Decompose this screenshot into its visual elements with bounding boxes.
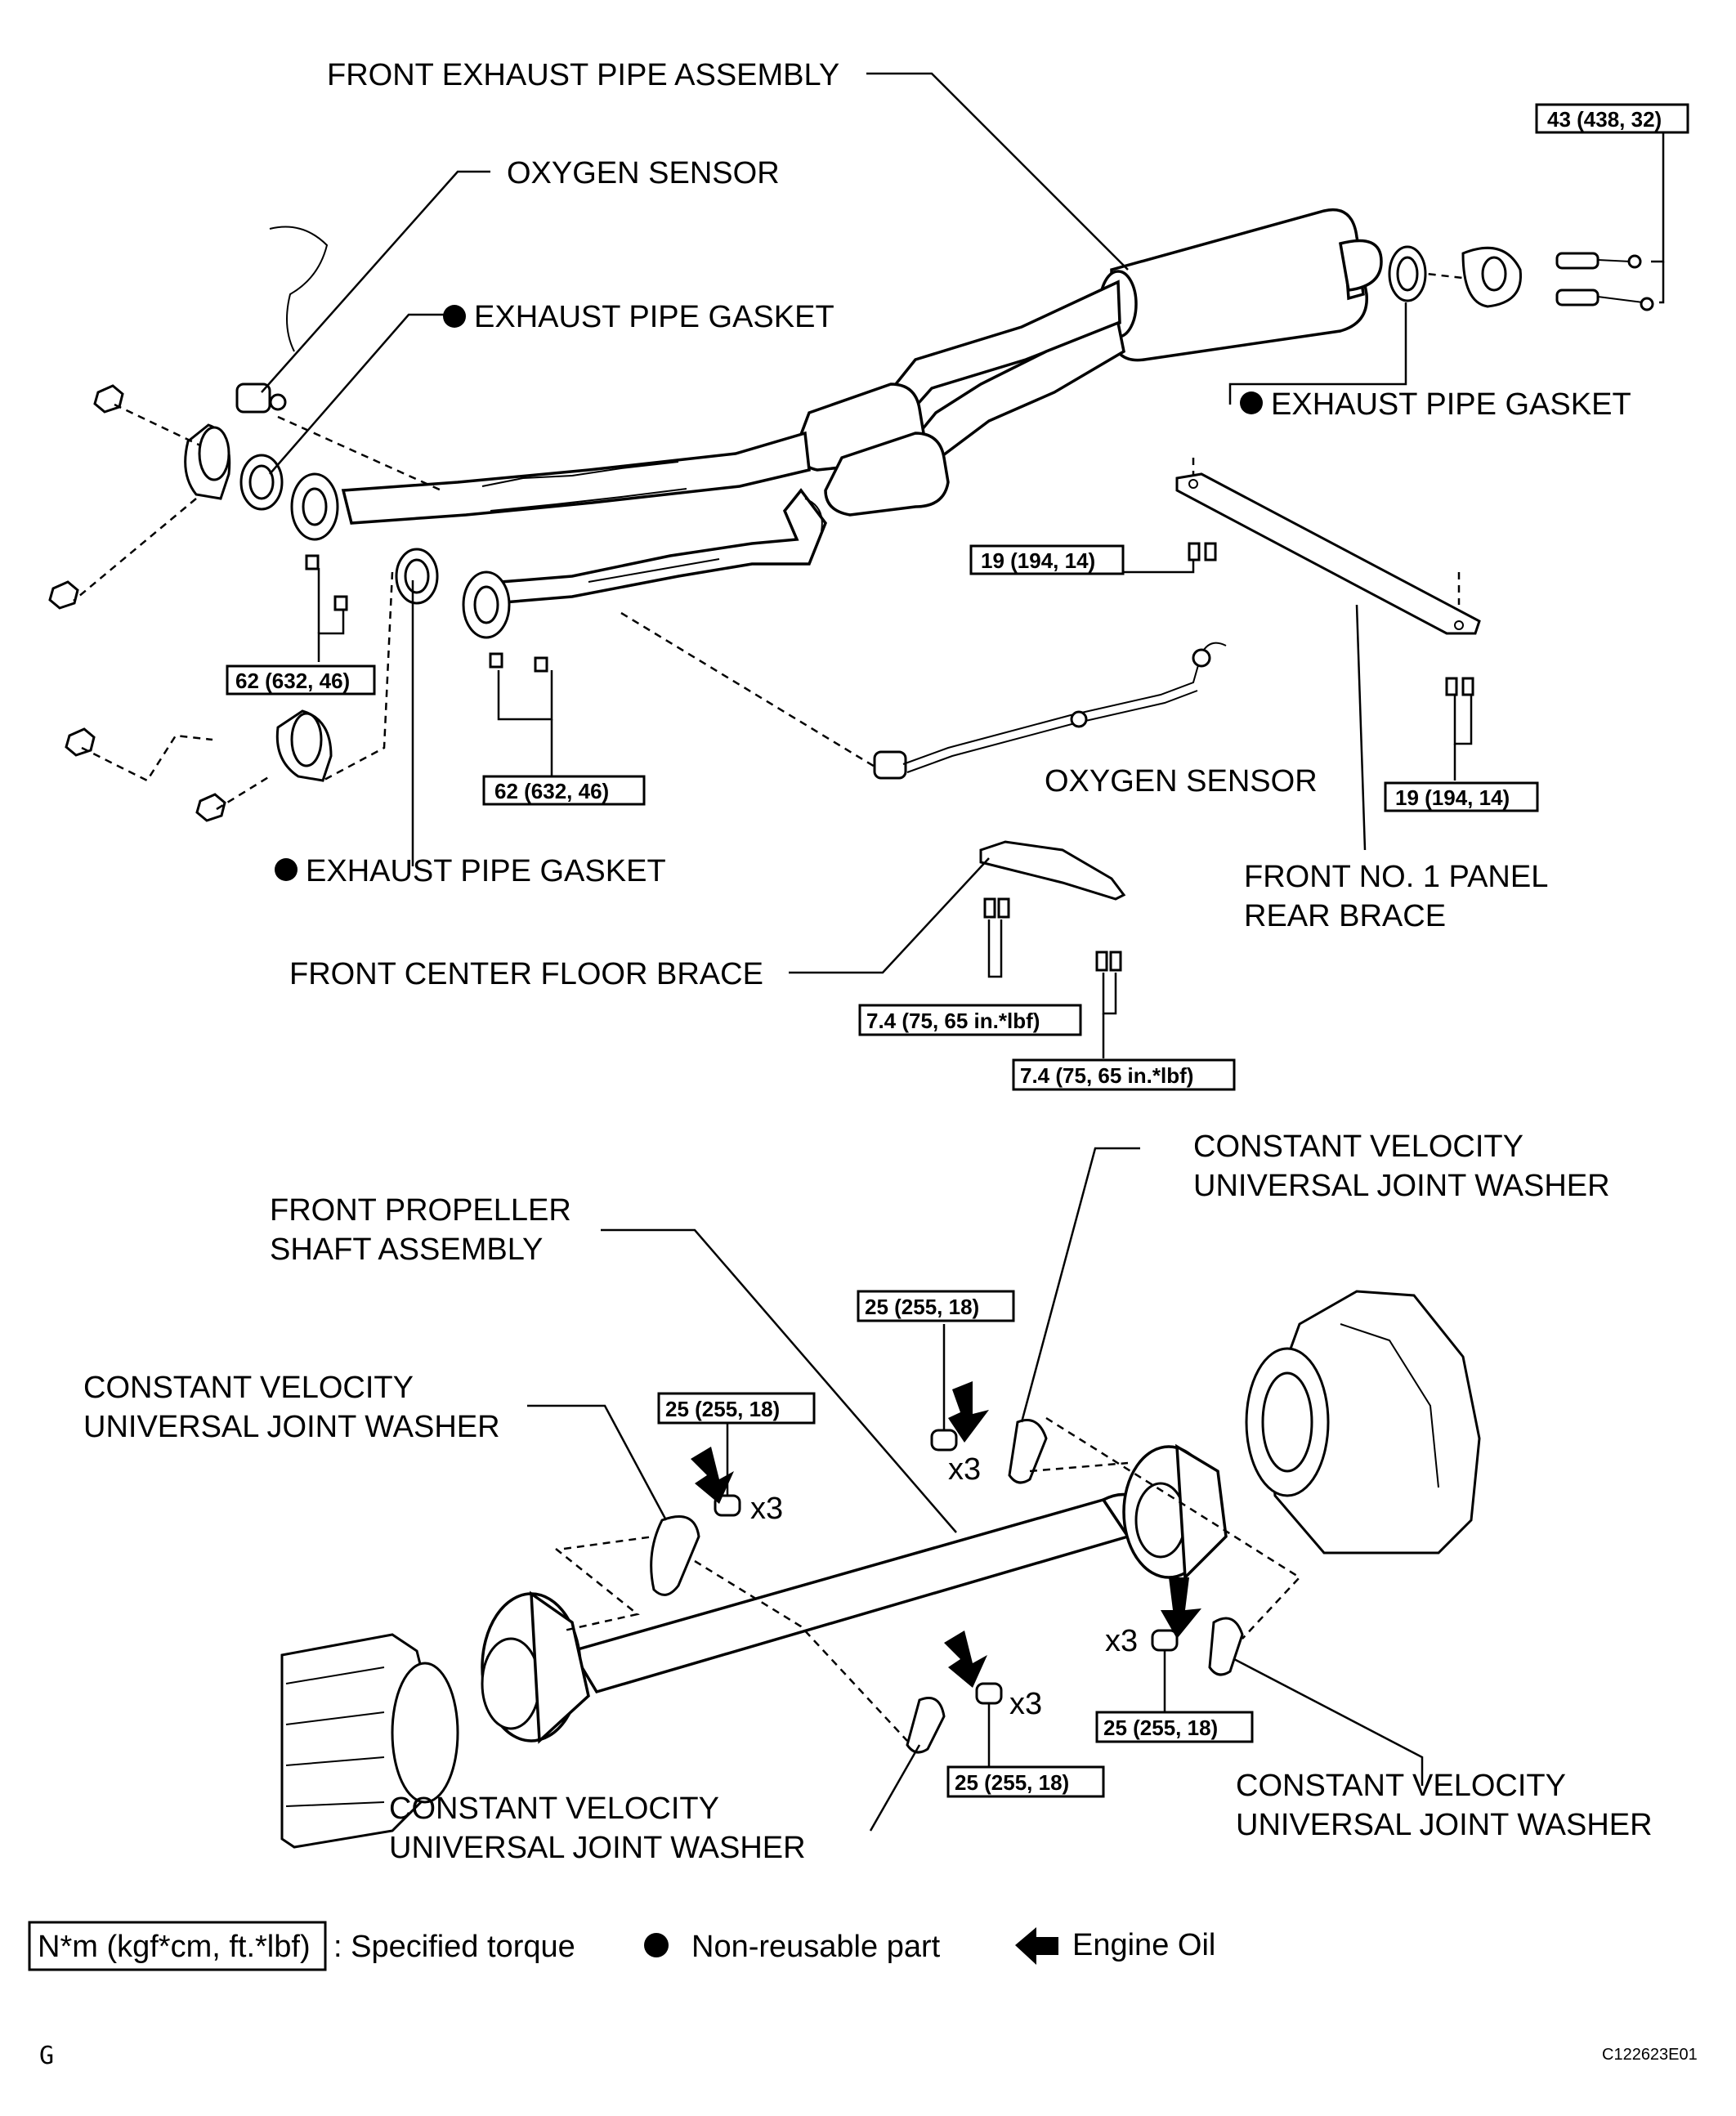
label-cv-washer-l-line1: CONSTANT VELOCITY bbox=[83, 1371, 414, 1405]
footer-section: G bbox=[39, 2042, 54, 2070]
torque-specs: 43 (438, 32) 19 (194, 14) 19 (194, 14) 6… bbox=[226, 103, 1689, 1798]
torque-74-a: 7.4 (75, 65 in.*lbf) bbox=[866, 1009, 1040, 1033]
torque-19-left: 19 (194, 14) bbox=[981, 548, 1095, 573]
torque-62-left: 62 (632, 46) bbox=[235, 669, 350, 693]
legend: N*m (kgf*cm, ft.*lbf) : Specified torque… bbox=[28, 1921, 1215, 1971]
legend-torque-text: : Specified torque bbox=[333, 1930, 575, 1964]
label-front-no1-panel-line2: REAR BRACE bbox=[1244, 899, 1446, 933]
footer-code: C122623E01 bbox=[1602, 2046, 1698, 2064]
torque-25-right: 25 (255, 18) bbox=[1103, 1716, 1218, 1740]
bolt-counts: x3 x3 x3 x3 bbox=[750, 1452, 1138, 1721]
leader-lines bbox=[261, 72, 1665, 1832]
legend-oil-text: Engine Oil bbox=[1072, 1928, 1215, 1962]
engine-oil-arrows bbox=[691, 1381, 1201, 1688]
front-propeller-shaft-part bbox=[481, 1443, 1228, 1744]
front-exhaust-pipe-assembly bbox=[290, 208, 1383, 639]
exhaust-pipe-gasket-2-part bbox=[395, 548, 439, 605]
oxygen-sensor-top-part bbox=[235, 226, 329, 414]
label-cv-washer-br-line2: UNIVERSAL JOINT WASHER bbox=[1236, 1808, 1653, 1842]
label-front-exhaust-pipe: FRONT EXHAUST PIPE ASSEMBLY bbox=[327, 58, 839, 92]
label-front-center-floor-brace: FRONT CENTER FLOOR BRACE bbox=[289, 957, 763, 991]
cv-washers-parts bbox=[650, 1419, 1244, 1754]
label-exhaust-gasket-2: EXHAUST PIPE GASKET bbox=[306, 854, 666, 888]
legend-nonreusable-text: Non-reusable part bbox=[691, 1930, 941, 1964]
front-no1-panel-rear-brace-part bbox=[1175, 472, 1481, 635]
torque-19-right: 19 (194, 14) bbox=[1395, 785, 1510, 810]
legend-torque-box: N*m (kgf*cm, ft.*lbf) bbox=[38, 1930, 311, 1964]
label-cv-washer-bc-line2: UNIVERSAL JOINT WASHER bbox=[389, 1831, 806, 1865]
label-propeller-line2: SHAFT ASSEMBLY bbox=[270, 1232, 543, 1267]
front-differential-part bbox=[280, 1633, 459, 1849]
label-propeller-line1: FRONT PROPELLER bbox=[270, 1193, 571, 1228]
count-x3-mid: x3 bbox=[1009, 1687, 1042, 1721]
count-x3-top: x3 bbox=[948, 1452, 981, 1487]
front-center-floor-brace-part bbox=[979, 840, 1126, 972]
exhaust-pipe-gasket-1-part bbox=[239, 454, 284, 511]
part-labels: FRONT EXHAUST PIPE ASSEMBLY OXYGEN SENSO… bbox=[83, 58, 1653, 1865]
transfer-case-part bbox=[1245, 1290, 1481, 1555]
torque-25-top: 25 (255, 18) bbox=[865, 1295, 979, 1319]
oxygen-sensor-bottom-part bbox=[873, 642, 1227, 780]
label-cv-washer-l-line2: UNIVERSAL JOINT WASHER bbox=[83, 1410, 500, 1444]
flange-bolts bbox=[305, 542, 1474, 696]
label-exhaust-gasket-1: EXHAUST PIPE GASKET bbox=[474, 300, 834, 334]
label-exhaust-gasket-3: EXHAUST PIPE GASKET bbox=[1271, 387, 1631, 422]
torque-25-left: 25 (255, 18) bbox=[665, 1397, 780, 1421]
label-oxygen-sensor-bottom: OXYGEN SENSOR bbox=[1045, 764, 1318, 799]
legend-nonreusable-dot bbox=[644, 1933, 669, 1957]
nonreusable-dot bbox=[1240, 391, 1263, 414]
count-x3-left: x3 bbox=[750, 1492, 783, 1526]
torque-25-mid: 25 (255, 18) bbox=[955, 1770, 1069, 1795]
label-front-no1-panel-line1: FRONT NO. 1 PANEL bbox=[1244, 860, 1548, 894]
count-x3-right: x3 bbox=[1105, 1624, 1138, 1658]
exhaust-pipe-gasket-3-part bbox=[1388, 245, 1427, 302]
propeller-bolts bbox=[714, 1429, 1179, 1705]
label-cv-washer-tr-line2: UNIVERSAL JOINT WASHER bbox=[1193, 1169, 1610, 1203]
label-cv-washer-br-line1: CONSTANT VELOCITY bbox=[1236, 1769, 1566, 1803]
label-cv-washer-bc-line1: CONSTANT VELOCITY bbox=[389, 1792, 719, 1826]
label-oxygen-sensor-top: OXYGEN SENSOR bbox=[507, 156, 780, 190]
legend-oil-arrow-icon bbox=[1015, 1927, 1058, 1965]
nonreusable-dot bbox=[275, 858, 298, 881]
torque-62-center: 62 (632, 46) bbox=[494, 779, 609, 803]
label-cv-washer-tr-line1: CONSTANT VELOCITY bbox=[1193, 1130, 1523, 1164]
torque-43: 43 (438, 32) bbox=[1547, 107, 1662, 132]
exhaust-manifold-stubs bbox=[184, 423, 333, 782]
rear-flange-springs bbox=[1461, 246, 1654, 311]
torque-74-b: 7.4 (75, 65 in.*lbf) bbox=[1020, 1063, 1193, 1088]
nonreusable-dot bbox=[443, 305, 466, 328]
